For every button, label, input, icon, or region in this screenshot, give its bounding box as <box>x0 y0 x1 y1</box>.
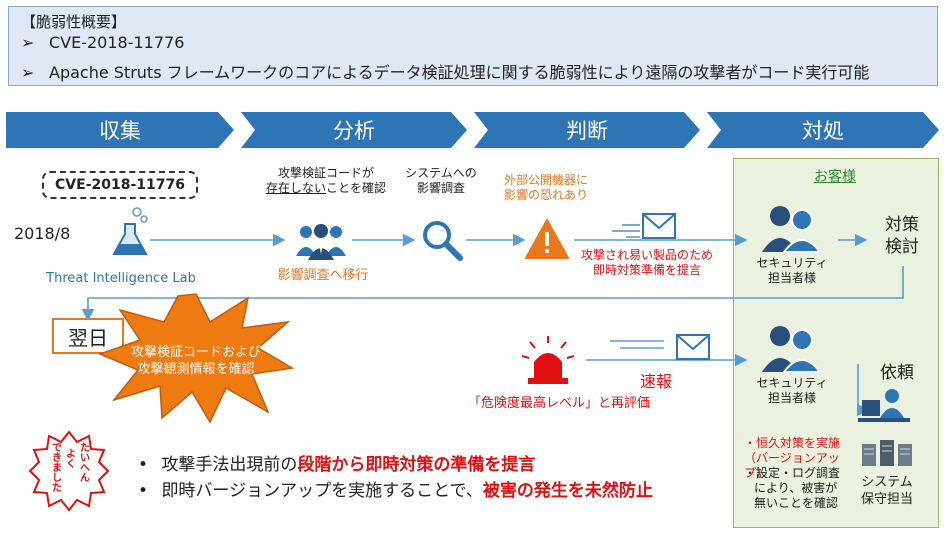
praise-stamp: たいへん よく できました <box>28 430 110 516</box>
impact-text: システムへの 影響調査 <box>405 166 477 195</box>
burst-text: 攻撃検証コードおよび 攻撃観測情報を確認 <box>130 345 261 377</box>
security-staff-icon <box>760 202 823 256</box>
magnifier-icon <box>420 218 464 266</box>
system-maintenance-label: システム 保守担当 <box>860 475 913 507</box>
result-1: • 攻撃手法出現前の段階から即時対策の準備を提言 <box>138 455 536 475</box>
risk-text: 外部公開機器に 影響の恐れあり <box>503 173 588 202</box>
lab-label: Threat Intelligence Lab <box>46 271 196 286</box>
permanent-fix-text: ・恒久対策を実施 （バージョンアップ） <box>744 436 841 480</box>
stamp-line2: よく <box>66 449 76 470</box>
plan-label: 対策 検討 <box>885 215 919 257</box>
mail-icon-urgent <box>676 334 710 364</box>
request-label: 依頼 <box>880 363 914 383</box>
confirm-text: 攻撃検証コードが 存在しないことを確認 <box>265 166 387 195</box>
summary-title: 【脆弱性概要】 <box>21 13 127 31</box>
prep-text: 攻撃され易い製品のため 即時対策準備を提言 <box>580 248 713 277</box>
customer-panel <box>733 158 939 528</box>
log-check-text: ・設定・ログ調査 により、被害が 無いことを確認 <box>744 466 841 510</box>
burst-shape <box>97 292 295 428</box>
stamp-line3: できました <box>52 443 62 494</box>
alert-siren-icon <box>520 334 576 390</box>
phase-analyze: 分析 <box>241 112 467 148</box>
flask-icon <box>112 206 150 262</box>
reevaluate-label: 「危険度最高レベル」と再評価 <box>467 396 650 411</box>
phase-respond: 対処 <box>707 112 939 148</box>
bullet-marker: ➢ <box>21 33 35 52</box>
customer-title: お客様 <box>814 169 856 185</box>
warning-icon <box>524 218 570 264</box>
security-staff-label: セキュリティ 担当者様 <box>756 256 828 285</box>
operator-icon <box>858 388 910 428</box>
nextday-label: 翌日 <box>52 318 124 354</box>
bullet-marker: ➢ <box>21 63 35 82</box>
summary-bullet-description: ➢Apache Struts フレームワークのコアによるデータ検証処理に関する脆… <box>21 63 870 82</box>
vulnerability-summary: 【脆弱性概要】 ➢CVE-2018-11776 ➢Apache Struts フ… <box>8 6 938 86</box>
result-2: • 即時バージョンアップを実施することで、被害の発生を未然防止 <box>138 481 653 501</box>
date-label: 2018/8 <box>14 224 71 243</box>
stamp-line1: たいへん <box>80 443 90 484</box>
server-icon <box>860 438 914 472</box>
mail-icon <box>642 213 676 243</box>
team-icon <box>294 220 348 264</box>
cve-box: CVE-2018-11776 <box>42 171 198 199</box>
phase-collect: 収集 <box>6 112 234 148</box>
arrow-plan-to-nextday <box>81 266 904 322</box>
security-staff-icon-2 <box>760 322 823 376</box>
security-staff-label-2: セキュリティ 担当者様 <box>756 376 828 405</box>
quick-report-label: 速報 <box>640 372 673 391</box>
summary-bullet-cve: ➢CVE-2018-11776 <box>21 33 185 52</box>
shift-label: 影響調査へ移行 <box>277 268 369 283</box>
phase-judge: 判断 <box>474 112 700 148</box>
